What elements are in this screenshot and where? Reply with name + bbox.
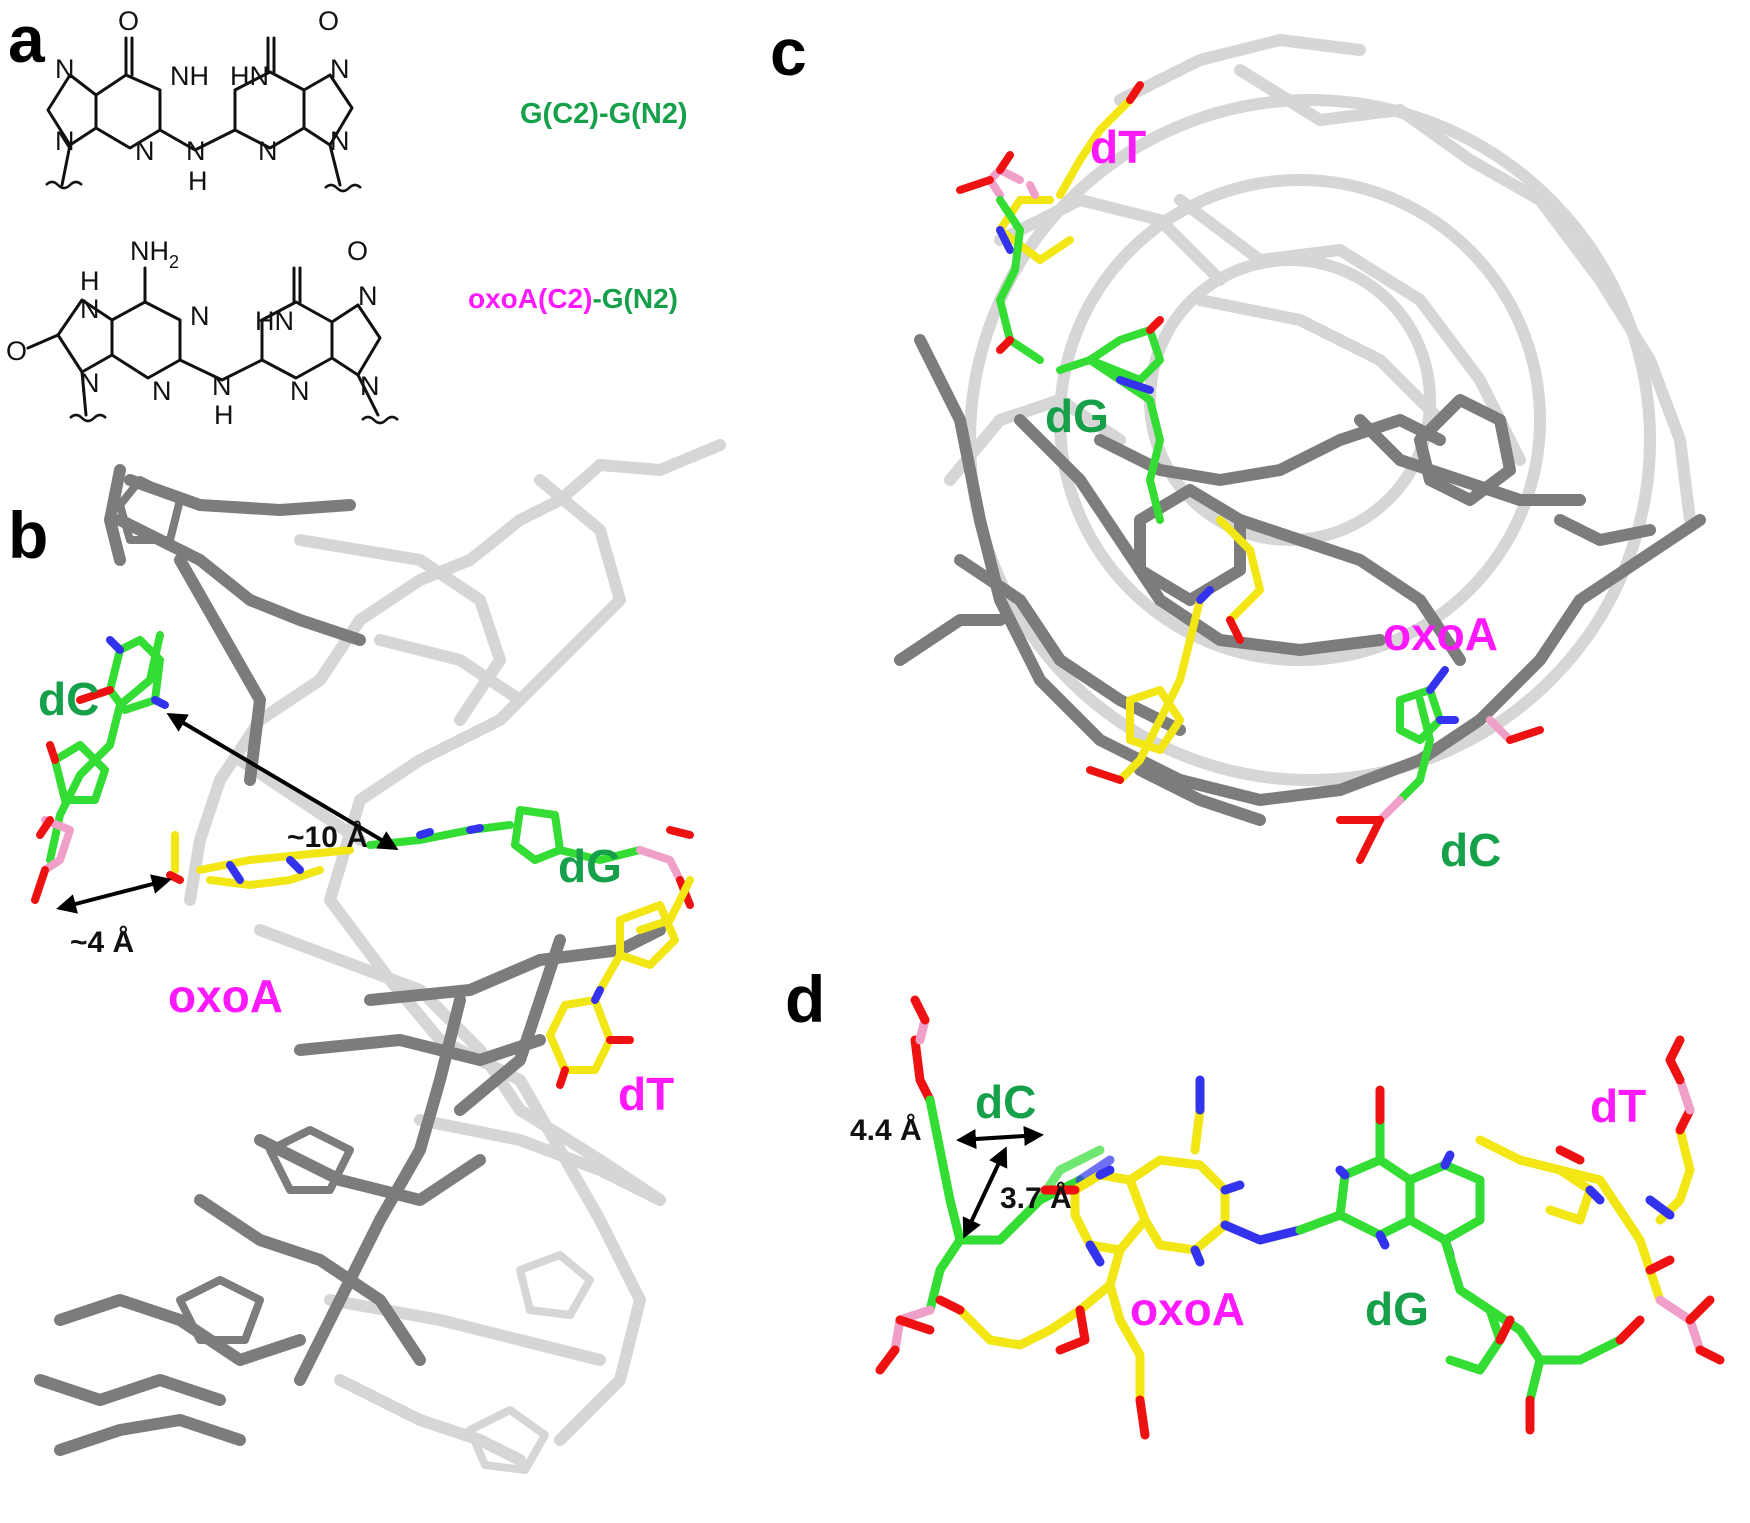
atom-n-c: N xyxy=(152,376,172,406)
structure-oxoa-g: NH2 H N N N O O HN N N N N N H oxoA(C2)-… xyxy=(6,236,678,430)
panel-letter-a: a xyxy=(8,2,46,76)
bond-ring2-left-5 xyxy=(56,298,114,374)
label-d-dC: dC xyxy=(975,1076,1036,1128)
panel-c: c xyxy=(770,15,1706,876)
bond-sugar2-right xyxy=(356,373,380,417)
atom-n-ring-left: N xyxy=(135,136,155,166)
arrow-distance-10 xyxy=(166,712,399,851)
panel-b: b xyxy=(8,439,726,1474)
wavy-left xyxy=(45,180,83,190)
atom-n-a: N xyxy=(80,294,100,324)
atom-n-d: N xyxy=(80,368,100,398)
atom-n-bridge2: N xyxy=(212,371,232,401)
label-distance-4-4: 4.4 Å xyxy=(850,1114,922,1147)
label-g-g: G(C2)-G(N2) xyxy=(520,98,688,130)
bond-bridge xyxy=(158,128,237,152)
bond-ring2-right-5 xyxy=(330,303,382,377)
bond-sugar-left xyxy=(60,143,72,187)
bond-ring-left-5 xyxy=(46,73,98,147)
label-b-dT: dT xyxy=(618,1068,674,1120)
atom-n-right-top: N xyxy=(330,54,350,84)
nucleotide-dT-b xyxy=(546,876,694,1089)
atom-o-left: O xyxy=(118,6,139,36)
nucleotide-dT-c xyxy=(956,81,1144,264)
atom-o-right: O xyxy=(318,6,339,36)
atom-hn2: HN xyxy=(255,306,294,336)
label-oxoa-g: oxoA(C2)-G(N2) xyxy=(468,283,678,314)
nucleotide-dG-d xyxy=(1295,1085,1645,1435)
label-distance-3-7: 3.7 Å xyxy=(1000,1182,1072,1215)
bond-sugar-right xyxy=(328,143,342,187)
atom-nh2: NH2 xyxy=(130,236,179,272)
arrow-distance-4-4 xyxy=(956,1126,1044,1149)
panel-d: d xyxy=(785,962,1725,1440)
panel-letter-c: c xyxy=(770,15,807,89)
panel-letter-b: b xyxy=(8,498,48,572)
nucleotide-oxoA-c xyxy=(1086,516,1264,784)
atom-n-right-bottom: N xyxy=(330,126,350,156)
atom-nh-left: NH xyxy=(170,61,209,91)
label-d-dT: dT xyxy=(1590,1080,1646,1132)
atom-o-right2: O xyxy=(347,236,368,266)
structure-g-g: O O NH HN N N N N N N N H G(C2)-G(N2) xyxy=(45,6,688,196)
label-c-oxoA: oxoA xyxy=(1383,608,1498,660)
panel-a: a O O NH HN N N N N N N N H G(C2 xyxy=(6,2,688,430)
label-c-dG: dG xyxy=(1045,390,1109,442)
atom-n-b: N xyxy=(190,301,210,331)
bond-co2-left xyxy=(26,333,60,350)
atom-n-g: N xyxy=(360,371,380,401)
helix-c-gray xyxy=(894,34,1706,826)
bond-ring2-left-6 xyxy=(110,300,182,380)
nucleotide-dC-c xyxy=(1336,666,1544,864)
panel-letter-d: d xyxy=(785,962,825,1036)
atom-o-left2: O xyxy=(6,336,27,366)
wavy2-right xyxy=(361,415,399,425)
nucleotide-dC-b xyxy=(31,631,169,904)
arrow-distance-3-7 xyxy=(962,1146,1008,1239)
bond-co-left xyxy=(124,36,134,77)
nucleotide-oxoA-d xyxy=(935,1075,1305,1440)
label-c-dC: dC xyxy=(1440,824,1501,876)
bond-bridge2 xyxy=(178,358,264,382)
bond-ring-right-5 xyxy=(302,73,354,147)
atom-n-left-bottom: N xyxy=(55,126,75,156)
atom-n-e: N xyxy=(290,376,310,406)
atom-n-ring-right: N xyxy=(258,136,278,166)
atom-h-top: H xyxy=(80,266,100,296)
nucleotide-dG-b xyxy=(366,806,694,909)
bond-ring-left-6 xyxy=(94,73,162,150)
bond-sugar2-left xyxy=(80,370,88,417)
atom-hn-right: HN xyxy=(230,61,269,91)
label-distance-4: ~4 Å xyxy=(70,926,134,959)
bond-co2-right xyxy=(292,266,302,304)
atom-n-bridge: N xyxy=(186,136,206,166)
label-d-oxoA: oxoA xyxy=(1130,1283,1245,1335)
label-distance-10: ~10 Å xyxy=(287,821,368,854)
label-c-dT: dT xyxy=(1090,121,1146,173)
label-b-dG: dG xyxy=(558,840,622,892)
wavy2-left xyxy=(69,413,107,423)
atom-h-bridge: H xyxy=(188,166,208,196)
label-d-dG: dG xyxy=(1365,1283,1429,1335)
helix-b-gray xyxy=(34,439,726,1474)
arrow-distance-4 xyxy=(56,874,172,914)
wavy-right xyxy=(324,183,362,193)
label-b-oxoA: oxoA xyxy=(168,970,283,1022)
label-b-dC: dC xyxy=(38,673,99,725)
atom-n-f: N xyxy=(358,281,378,311)
atom-n-left-top: N xyxy=(55,54,75,84)
nucleotide-dT-d xyxy=(1475,1035,1725,1365)
bond-co-right xyxy=(266,36,276,74)
nucleotide-dG-c xyxy=(996,196,1164,524)
atom-h-bridge2: H xyxy=(214,400,234,430)
